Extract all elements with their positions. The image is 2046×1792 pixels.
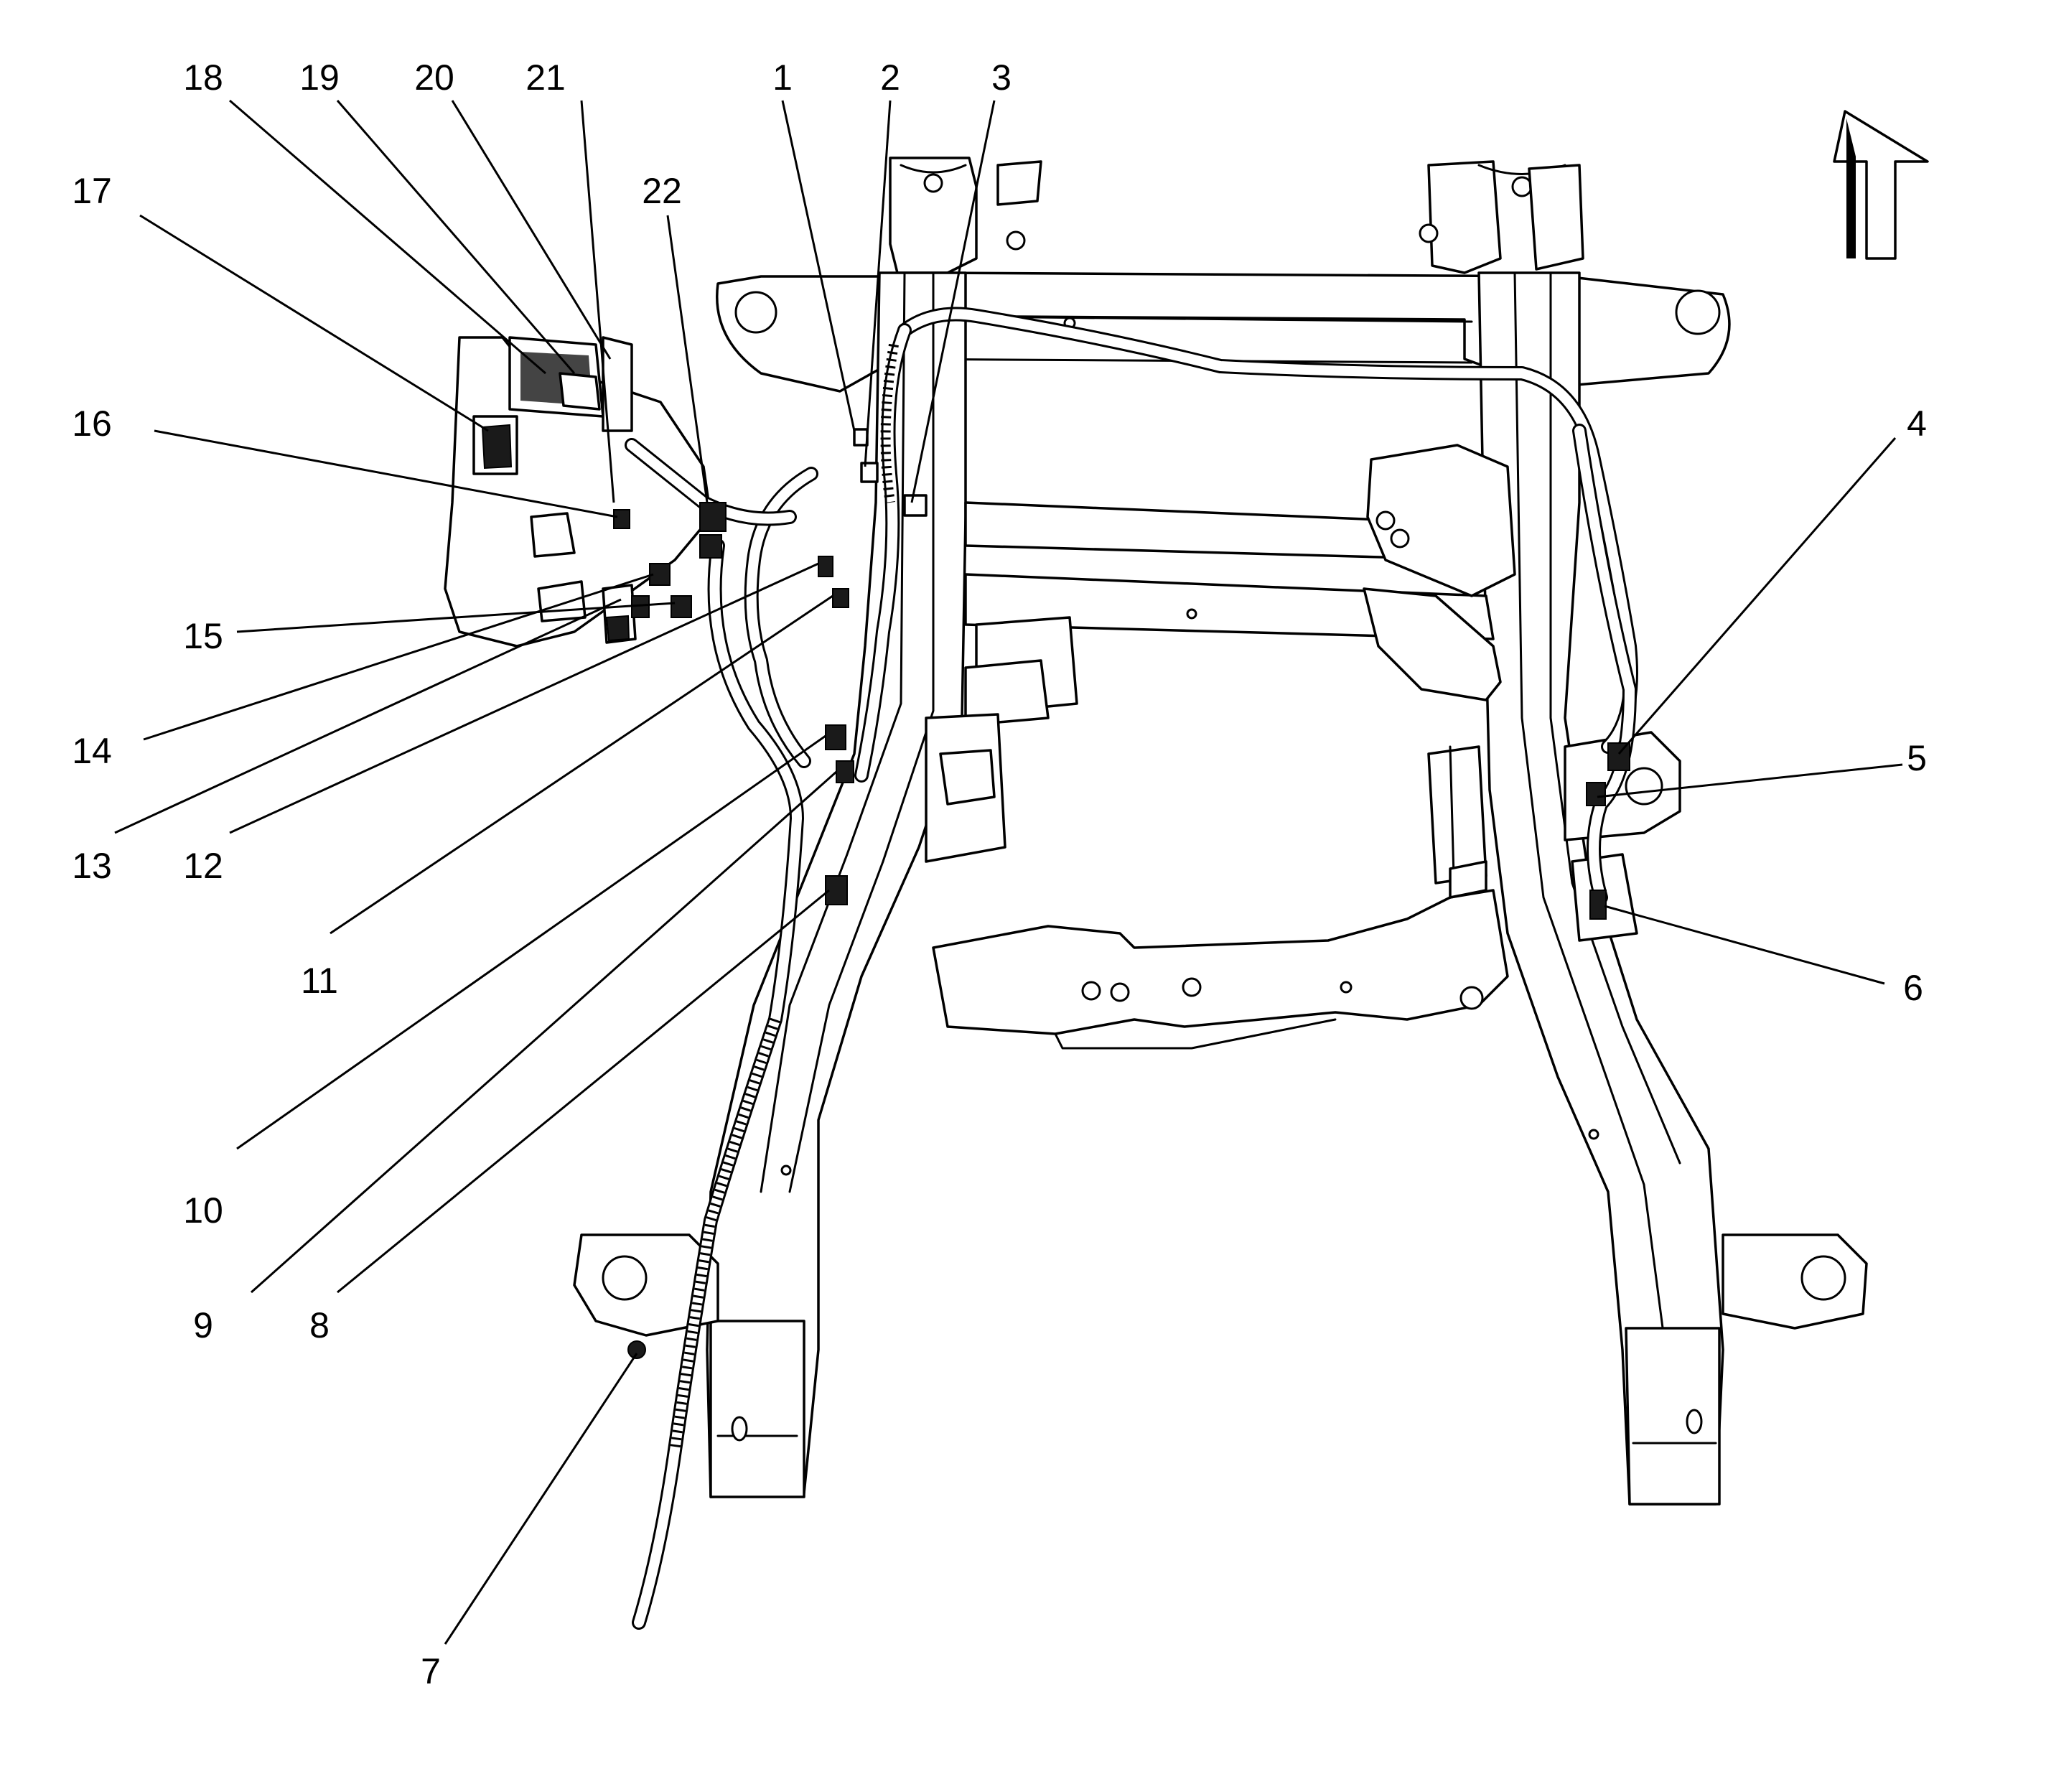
middle-crossmember [964,444,1516,727]
callout-11: 11 [301,961,338,1001]
engine-wiring-harness [625,307,1638,1630]
callout-10: 10 [183,1190,223,1231]
callout-6: 6 [1903,968,1923,1008]
connectors [613,428,1630,1359]
callout-9: 9 [193,1305,213,1345]
rear-crossmember [932,889,1509,1050]
callout-21: 21 [525,57,566,98]
callout-22: 22 [642,171,682,211]
callout-14: 14 [72,731,112,771]
right-frame-rail [1477,271,1724,1506]
leader-lines [114,99,1903,1645]
control-module-bracket [444,336,712,648]
callout-4: 4 [1907,403,1927,444]
callout-17: 17 [72,171,112,211]
callout-3: 3 [991,57,1012,98]
rear-body-mounts [573,1233,1868,1337]
callout-2: 2 [880,57,900,98]
callout-13: 13 [72,846,112,886]
callout-8: 8 [309,1305,330,1345]
callout-12: 12 [183,846,223,886]
front-crossmember [716,271,1731,393]
callout-18: 18 [183,57,223,98]
callout-5: 5 [1907,738,1927,778]
callout-1: 1 [772,57,793,98]
callout-16: 16 [72,403,112,444]
callout-19: 19 [299,57,340,98]
front-frame-horns [889,157,1584,274]
callout-labels: 1 2 3 4 5 6 7 8 9 10 11 12 13 14 15 16 1… [72,57,1927,1691]
up-arrow-icon [1833,110,1929,260]
callout-20: 20 [414,57,454,98]
callout-15: 15 [183,616,223,656]
callout-7: 7 [421,1651,441,1691]
